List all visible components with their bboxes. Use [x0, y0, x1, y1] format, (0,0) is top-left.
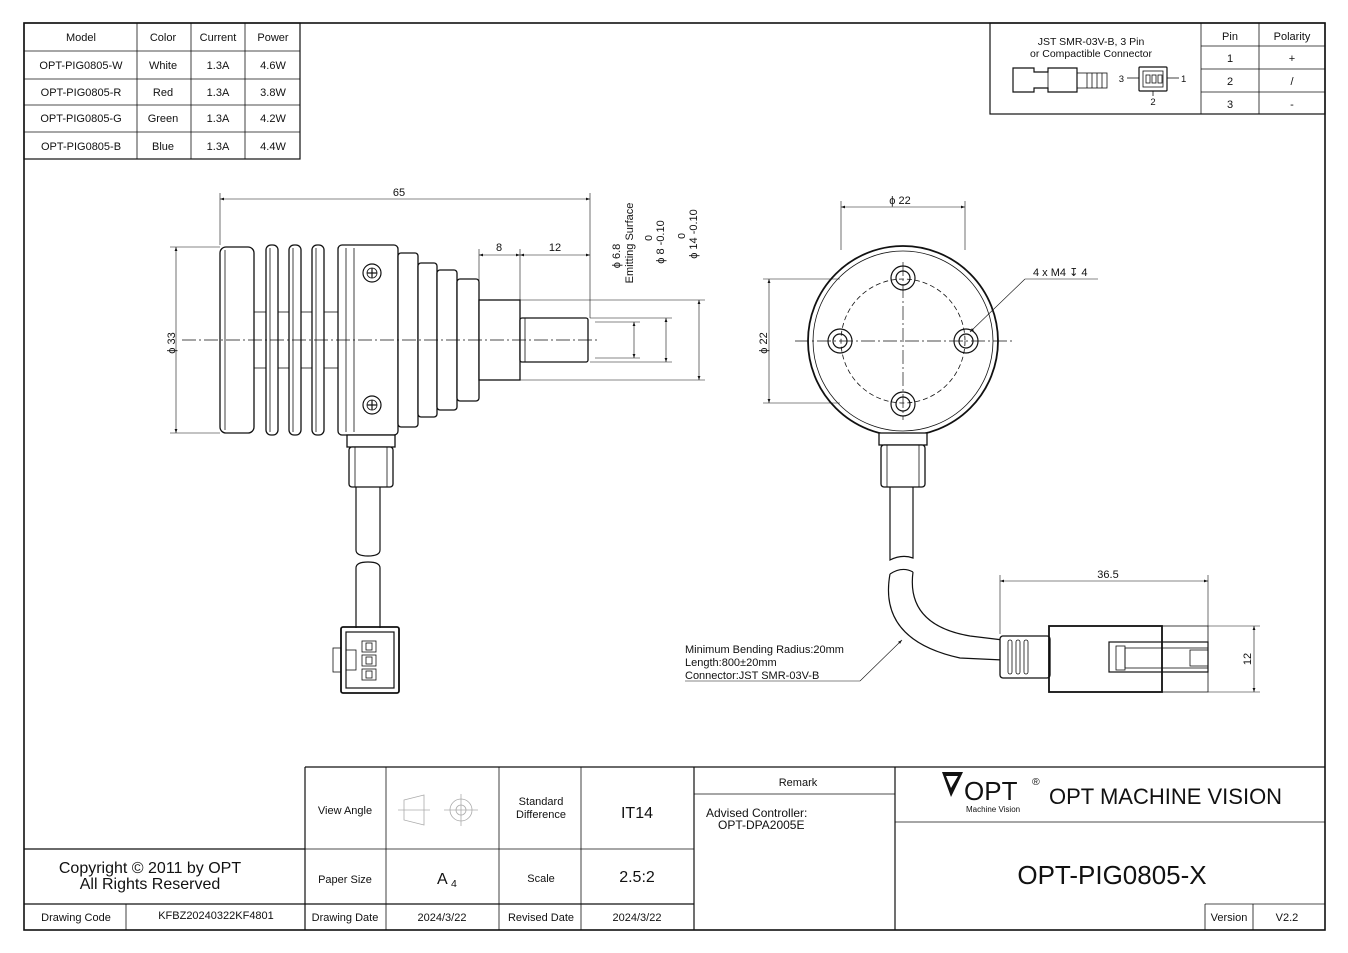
paper-size-value: A	[437, 871, 448, 888]
pin-polarity: /	[1290, 76, 1294, 88]
logo-registered: ®	[1032, 776, 1040, 788]
pin-polarity: -	[1290, 99, 1294, 111]
spec-cell: 4.4W	[260, 141, 286, 153]
pin-callout-2: 2	[1150, 97, 1155, 108]
opt-logo: OPT ® Machine Vision	[942, 772, 1040, 814]
pin-number: 2	[1227, 76, 1233, 88]
connector-title-line2: or Compactible Connector	[1030, 48, 1152, 60]
title-block: View Angle Standard Difference IT14 Rema…	[24, 766, 1325, 930]
side-view: 65 8 12 ϕ 33 ϕ 6.8 Emitting Surface 0 ϕ …	[166, 187, 705, 694]
dim-phi-8: ϕ 8 -0.10	[655, 220, 667, 263]
drawing-date-label: Drawing Date	[312, 912, 379, 924]
spec-cell: 1.3A	[207, 141, 230, 153]
dim-front-width: ϕ 22	[889, 195, 910, 207]
connector-front-sketch: 3 1 2	[1119, 66, 1186, 108]
dim-connector-length: 36.5	[1097, 569, 1118, 581]
spec-cell: Blue	[152, 141, 174, 153]
dim-emitting-diameter: ϕ 6.8	[611, 244, 623, 269]
spec-cell: 3.8W	[260, 87, 286, 99]
paper-size-label: Paper Size	[318, 874, 372, 886]
spec-cell: Red	[153, 87, 173, 99]
cable-note-bending-radius: Minimum Bending Radius:20mm	[685, 644, 844, 656]
spec-cell: OPT-PIG0805-B	[41, 141, 121, 153]
part-number: OPT-PIG0805-X	[1017, 860, 1206, 890]
dim-phi-14-upper: 0	[676, 233, 688, 239]
standard-difference-label-1: Standard	[519, 796, 564, 808]
pin-polarity: +	[1289, 53, 1295, 65]
copyright-line1: Copyright © 2011 by OPT	[59, 860, 241, 877]
dim-emitting-label: Emitting Surface	[624, 203, 636, 284]
spec-header-color: Color	[150, 32, 177, 44]
spec-cell: 1.3A	[207, 87, 230, 99]
paper-size-sub: 4	[451, 878, 457, 890]
spec-cell: OPT-PIG0805-W	[39, 60, 123, 72]
dim-step-b: 12	[549, 242, 561, 254]
pin-number: 3	[1227, 99, 1233, 111]
spec-cell: White	[149, 60, 177, 72]
revised-date-value: 2024/3/22	[613, 912, 662, 924]
drawing-date-value: 2024/3/22	[418, 912, 467, 924]
cable-note-connector: Connector:JST SMR-03V-B	[685, 670, 819, 682]
dim-phi-8-upper: 0	[643, 235, 655, 241]
dim-phi-33: ϕ 33	[166, 332, 178, 353]
scale-value: 2.5:2	[619, 869, 655, 886]
logo-text: OPT	[964, 776, 1018, 806]
drawing-code-label: Drawing Code	[41, 912, 111, 924]
spec-cell: 4.6W	[260, 60, 286, 72]
spec-cell: 1.3A	[207, 60, 230, 72]
spec-cell: OPT-PIG0805-R	[41, 87, 122, 99]
pin-number: 1	[1227, 53, 1233, 65]
spec-header-power: Power	[257, 32, 289, 44]
view-angle-label: View Angle	[318, 805, 372, 817]
dim-front-height: ϕ 22	[758, 332, 770, 353]
spec-header-current: Current	[200, 32, 237, 44]
cable-note-length: Length:800±20mm	[685, 657, 777, 669]
scale-label: Scale	[527, 873, 555, 885]
connector-side-sketch	[1012, 67, 1108, 93]
pin-header: Pin	[1222, 31, 1238, 43]
polarity-header: Polarity	[1274, 31, 1311, 43]
standard-difference-value: IT14	[621, 805, 653, 822]
version-label: Version	[1211, 912, 1248, 924]
dim-connector-height: 12	[1242, 653, 1254, 665]
spec-table: Model Color Current Power OPT-PIG0805-W …	[23, 22, 301, 160]
dim-phi-14: ϕ 14 -0.10	[688, 209, 700, 259]
remark-label: Remark	[779, 777, 818, 789]
remark-line2: OPT-DPA2005E	[718, 818, 804, 832]
drawing-code-value: KFBZ20240322KF4801	[158, 910, 274, 922]
pin-callout-3: 3	[1119, 74, 1124, 85]
spec-cell: Green	[148, 113, 179, 125]
version-value: V2.2	[1276, 912, 1299, 924]
spec-cell: 4.2W	[260, 113, 286, 125]
dim-step-a: 8	[496, 242, 502, 254]
copyright-line2: All Rights Reserved	[80, 876, 221, 893]
remark-line1: Advised Controller:	[706, 806, 807, 820]
projection-symbol-icon	[398, 794, 478, 826]
connector-pin-box: JST SMR-03V-B, 3 Pin or Compactible Conn…	[989, 22, 1326, 115]
spec-cell: 1.3A	[207, 113, 230, 125]
dim-overall-length: 65	[393, 187, 405, 199]
connector-title-line1: JST SMR-03V-B, 3 Pin	[1038, 36, 1145, 48]
front-view: ϕ 22 ϕ 22 4 x M4 ↧ 4 36.5 12 Minimum Ben…	[685, 195, 1260, 693]
spec-cell: OPT-PIG0805-G	[40, 113, 121, 125]
company-name: OPT MACHINE VISION	[1049, 784, 1282, 809]
spec-header-model: Model	[66, 32, 96, 44]
standard-difference-label-2: Difference	[516, 809, 566, 821]
logo-sub: Machine Vision	[966, 805, 1020, 814]
dim-mount-holes: 4 x M4 ↧ 4	[1033, 267, 1087, 279]
revised-date-label: Revised Date	[508, 912, 574, 924]
sheet-border	[23, 22, 1326, 931]
pin-callout-1: 1	[1181, 74, 1186, 85]
